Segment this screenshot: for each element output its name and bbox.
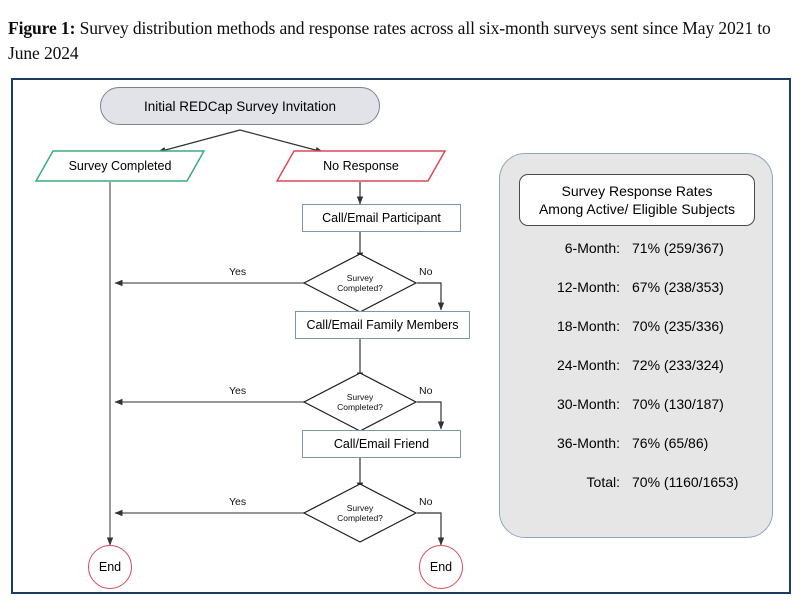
stat-value: 70% (235/336) — [632, 318, 724, 334]
end-node-left[interactable]: End — [88, 545, 132, 589]
end-node-left-label: End — [98, 560, 122, 574]
decision-2-line-2: Completed? — [337, 402, 383, 412]
decision-3-shape — [303, 483, 417, 543]
stat-value: 70% (130/187) — [632, 396, 724, 412]
figure-caption-text: Survey distribution methods and response… — [8, 18, 771, 64]
stat-row-total: Total: 70% (1160/1653) — [500, 474, 774, 513]
stat-value: 72% (233/324) — [632, 357, 724, 373]
stat-label: 30-Month: — [556, 396, 620, 412]
figure-caption: Figure 1: Survey distribution methods an… — [8, 16, 798, 67]
stat-label: 6-Month: — [564, 240, 620, 256]
decision-2-label: Survey Completed? — [303, 372, 417, 432]
edge-label-yes-3: Yes — [229, 496, 247, 508]
survey-completed-label: Survey Completed — [68, 159, 172, 173]
stat-label: Total: — [586, 474, 620, 490]
decision-3-label: Survey Completed? — [303, 483, 417, 543]
stat-row: 12-Month: 67% (238/353) — [500, 279, 774, 318]
edge-label-yes-2: Yes — [229, 385, 247, 397]
survey-completed-shape — [34, 150, 206, 182]
decision-3-line-2: Completed? — [337, 513, 383, 523]
no-response-label: No Response — [323, 159, 399, 173]
stat-label: 36-Month: — [556, 435, 620, 451]
edge-label-no-2: No — [419, 385, 433, 397]
stat-label: 12-Month: — [556, 279, 620, 295]
stats-title-line-1: Survey Response Rates — [561, 182, 713, 199]
survey-response-rates-panel: Survey Response Rates Among Active/ Elig… — [499, 153, 773, 538]
stats-panel-title-box: Survey Response Rates Among Active/ Elig… — [519, 174, 755, 226]
stat-label: 24-Month: — [556, 357, 620, 373]
process-call-email-participant[interactable]: Call/Email Participant — [302, 204, 461, 232]
decision-survey-completed-1[interactable]: Survey Completed? — [303, 253, 417, 313]
process-2-label: Call/Email Family Members — [306, 318, 459, 332]
stats-title-line-2: Among Active/ Eligible Subjects — [538, 201, 736, 217]
survey-completed-node[interactable]: Survey Completed — [34, 150, 206, 182]
decision-survey-completed-2[interactable]: Survey Completed? — [303, 372, 417, 432]
stat-value: 67% (238/353) — [632, 279, 724, 295]
edge-label-yes-1: Yes — [229, 266, 247, 278]
stat-row: 30-Month: 70% (130/187) — [500, 396, 774, 435]
no-response-shape — [275, 150, 447, 182]
process-3-label: Call/Email Friend — [333, 437, 430, 451]
start-node-initial-survey-invitation[interactable]: Initial REDCap Survey Invitation — [100, 87, 380, 125]
stat-row: 18-Month: 70% (235/336) — [500, 318, 774, 357]
process-call-email-family-members[interactable]: Call/Email Family Members — [295, 311, 470, 339]
stat-row: 24-Month: 72% (233/324) — [500, 357, 774, 396]
decision-2-line-1: Survey — [346, 391, 374, 402]
stat-label: 18-Month: — [556, 318, 620, 334]
no-response-node[interactable]: No Response — [275, 150, 447, 182]
decision-1-line-2: Completed? — [337, 283, 383, 293]
figure-frame: Initial REDCap Survey Invitation Survey … — [11, 78, 791, 594]
edge-label-no-1: No — [419, 266, 433, 278]
process-1-label: Call/Email Participant — [322, 211, 441, 225]
process-call-email-friend[interactable]: Call/Email Friend — [302, 430, 461, 458]
stat-row: 6-Month: 71% (259/367) — [500, 240, 774, 279]
stat-value: 71% (259/367) — [632, 240, 724, 256]
figure-number-label: Figure 1: — [8, 18, 76, 38]
decision-3-line-1: Survey — [346, 502, 374, 513]
stat-row: 36-Month: 76% (65/86) — [500, 435, 774, 474]
decision-1-line-1: Survey — [346, 272, 374, 283]
end-node-right[interactable]: End — [419, 545, 463, 589]
stat-value: 70% (1160/1653) — [632, 474, 739, 490]
stats-rows-list: 6-Month: 71% (259/367) 12-Month: 67% (23… — [500, 240, 774, 513]
end-node-right-label: End — [429, 560, 453, 574]
start-node-label: Initial REDCap Survey Invitation — [143, 98, 337, 114]
edge-label-no-3: No — [419, 496, 433, 508]
decision-1-label: Survey Completed? — [303, 253, 417, 313]
stat-value: 76% (65/86) — [632, 435, 709, 451]
decision-survey-completed-3[interactable]: Survey Completed? — [303, 483, 417, 543]
